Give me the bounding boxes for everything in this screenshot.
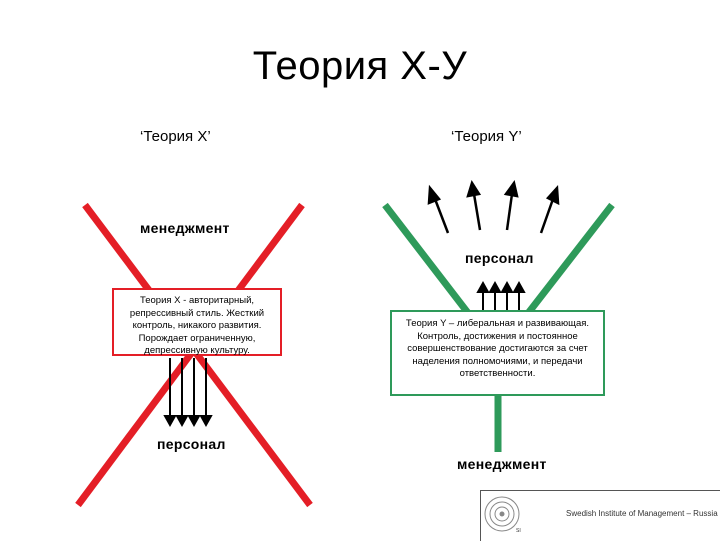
theory-y-outer-arrows (427, 180, 560, 234)
theory-y-description: Теория Y – либеральная и развивающая. Ко… (405, 318, 590, 379)
down-arrow-head (175, 415, 189, 428)
theory-y-inner-arrows (476, 280, 526, 312)
theory-x-arrows (163, 358, 213, 428)
theory-y-heading: ‘Теория Y’ (451, 128, 522, 145)
theory-y-description-box: Теория Y – либеральная и развивающая. Ко… (390, 310, 605, 396)
theory-y-management-label: менеджмент (457, 456, 547, 472)
theory-x-staff-label: персонал (157, 436, 226, 452)
down-arrow-head (187, 415, 201, 428)
organization-name: Swedish Institute of Management – Russia (566, 509, 718, 518)
theory-x-description: Теория X - авторитарный, репрессивный ст… (129, 295, 265, 356)
logo-mark-text: SI (516, 528, 521, 534)
theory-x-management-label: менеджмент (140, 220, 230, 236)
footer-bar (480, 490, 720, 541)
theory-x-description-box: Теория X - авторитарный, репрессивный ст… (112, 288, 282, 356)
theory-x-heading: ‘Теория X’ (140, 128, 211, 145)
down-arrow-head (199, 415, 213, 428)
down-arrow-head (163, 415, 177, 428)
institute-logo-icon (484, 496, 520, 532)
theory-y-staff-label: персонал (463, 250, 536, 266)
slide-title: Теория Х-У (252, 44, 468, 88)
